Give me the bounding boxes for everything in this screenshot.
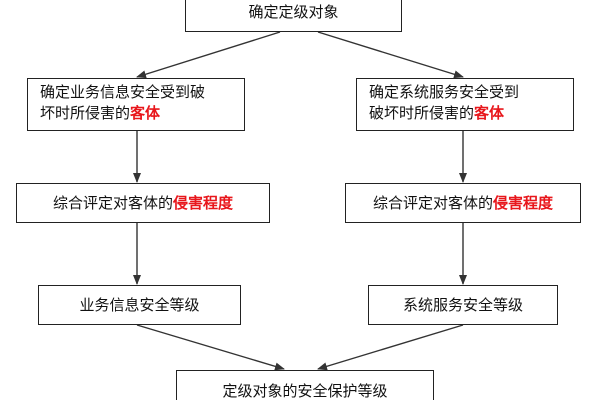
highlight-harm-degree-right: 侵害程度 bbox=[493, 193, 554, 212]
highlight-object-right: 客体 bbox=[474, 104, 505, 122]
box-system-service-object-line2-text: 破坏时所侵害的 bbox=[369, 104, 475, 122]
box-system-service-object: 确定系统服务安全受到 破坏时所侵害的客体 bbox=[356, 78, 574, 131]
box-left-harm-degree-text: 综合评定对客体的 bbox=[52, 193, 173, 212]
arrow-right-to-bottom bbox=[317, 324, 464, 371]
box-business-info-object: 确定业务信息安全受到破 坏时所侵害的客体 bbox=[27, 78, 245, 131]
box-determine-target-label: 确定定级对象 bbox=[248, 2, 339, 21]
box-system-service-level-label: 系统服务安全等级 bbox=[402, 295, 523, 314]
arrow-top-to-left bbox=[136, 31, 281, 79]
arrow-left-to-bottom bbox=[136, 324, 285, 371]
arrow-top-to-right bbox=[317, 31, 464, 79]
box-business-info-object-line2: 坏时所侵害的客体 bbox=[40, 103, 244, 124]
box-business-info-level: 业务信息安全等级 bbox=[38, 285, 241, 325]
box-protection-level: 定级对象的安全保护等级 bbox=[176, 370, 434, 400]
box-system-service-object-line1: 确定系统服务安全受到 bbox=[369, 83, 520, 101]
box-determine-target: 确定定级对象 bbox=[185, 0, 402, 32]
box-protection-level-label: 定级对象的安全保护等级 bbox=[222, 382, 388, 400]
highlight-object-left: 客体 bbox=[130, 104, 161, 122]
highlight-harm-degree-left: 侵害程度 bbox=[173, 193, 234, 212]
box-left-harm-degree: 综合评定对客体的侵害程度 bbox=[16, 183, 270, 223]
box-system-service-level: 系统服务安全等级 bbox=[368, 285, 558, 325]
box-business-info-object-line1: 确定业务信息安全受到破 bbox=[40, 83, 206, 101]
box-right-harm-degree-text: 综合评定对客体的 bbox=[372, 193, 493, 212]
box-system-service-object-line2: 破坏时所侵害的客体 bbox=[369, 103, 573, 124]
box-right-harm-degree: 综合评定对客体的侵害程度 bbox=[345, 183, 581, 223]
box-business-info-level-label: 业务信息安全等级 bbox=[79, 295, 200, 314]
box-business-info-object-line2-text: 坏时所侵害的 bbox=[40, 104, 131, 122]
